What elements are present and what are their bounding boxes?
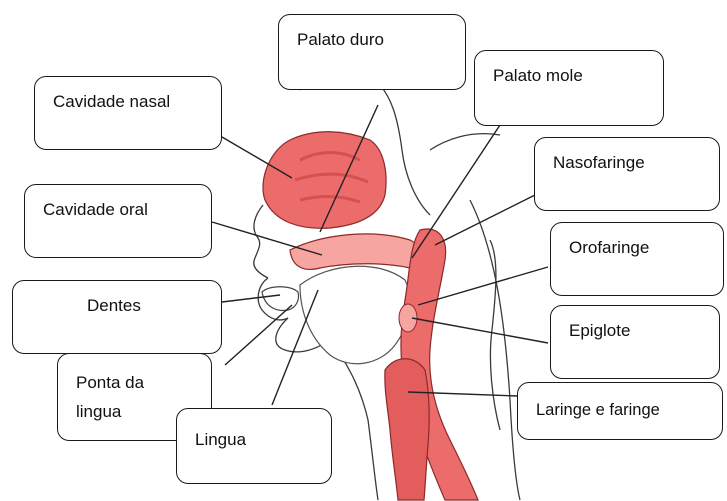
label-cavidade-nasal: Cavidade nasal: [34, 76, 222, 150]
teeth-shape: [262, 287, 299, 311]
label-cavidade-oral: Cavidade oral: [24, 184, 212, 258]
label-dentes: Dentes: [12, 280, 222, 354]
label-palato-duro: Palato duro: [278, 14, 466, 90]
label-lingua: Lingua: [176, 408, 332, 484]
tongue-region: [300, 266, 410, 363]
label-laringe-e-faringe: Laringe e faringe: [517, 382, 723, 440]
nasal-cavity-region: [263, 132, 386, 229]
label-palato-mole: Palato mole: [474, 50, 664, 126]
label-epiglote: Epiglote: [550, 305, 720, 379]
label-orofaringe: Orofaringe: [550, 222, 724, 296]
larynx-region: [385, 359, 429, 500]
label-nasofaringe: Nasofaringe: [534, 137, 720, 211]
